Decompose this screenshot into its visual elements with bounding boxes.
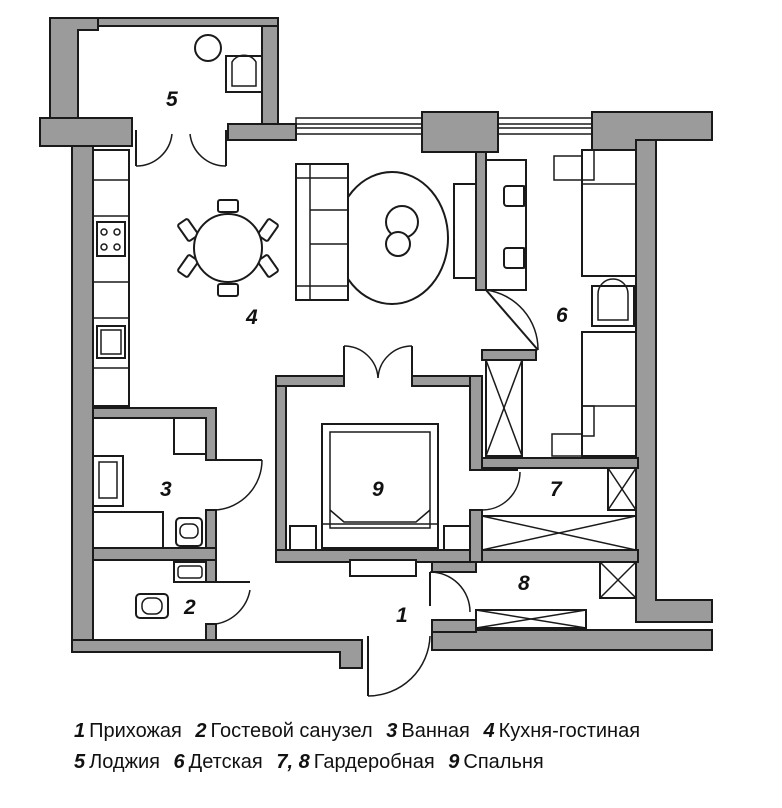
dining-chairs — [177, 199, 279, 297]
wc-sink — [173, 561, 207, 583]
dining-table — [193, 213, 263, 283]
interior-wall-center-vertical — [469, 375, 483, 471]
loggia-left-wall — [49, 17, 99, 129]
walls — [39, 17, 713, 669]
floor-plan: 1 2 3 4 5 6 7 8 9 — [39, 17, 713, 697]
interior-wall-wc-right-low — [205, 623, 217, 641]
room-numbers: 1 2 3 4 5 6 7 8 9 — [160, 88, 568, 627]
loggia-top-wall — [97, 17, 279, 27]
tv-console — [453, 183, 477, 279]
interior-wall-bedroom-top-left — [275, 375, 345, 387]
legend-number: 2 — [195, 720, 207, 742]
window-living — [295, 117, 423, 135]
interior-wall-hall-bottom-stub — [431, 619, 477, 633]
exterior-wall-left — [71, 145, 94, 641]
legend-number: 7, 8 — [276, 751, 310, 773]
window-kids — [497, 117, 593, 135]
kids-desk — [485, 159, 527, 291]
interior-wall-wc-top — [92, 547, 217, 561]
bath-cabinet — [173, 417, 207, 455]
loggia-round-table — [194, 34, 222, 62]
interior-wall-hall-stub — [431, 561, 477, 573]
legend-number: 5 — [74, 751, 86, 773]
legend-number: 1 — [74, 720, 86, 742]
interior-wall-center-upper — [475, 151, 487, 291]
legend-number: 6 — [173, 751, 185, 773]
exterior-wall-bottom-left — [71, 639, 363, 669]
legend-name: Гостевой санузел — [210, 720, 373, 742]
legend-number: 4 — [483, 720, 495, 742]
nightstand-right — [443, 525, 471, 551]
windows — [295, 117, 593, 135]
room-label-2: 2 — [183, 596, 196, 619]
furniture — [92, 34, 637, 629]
legend-name: Ванная — [401, 720, 470, 742]
coffee-table-small — [385, 231, 411, 257]
interior-wall-bedroom-top-right — [411, 375, 479, 387]
exterior-wall-top-pillar — [421, 111, 499, 153]
bathtub — [92, 511, 164, 549]
cooktop — [96, 221, 126, 257]
nightstand-left — [289, 525, 317, 551]
interior-wall-wc-right — [205, 559, 217, 583]
interior-wall-wardrobe-left — [469, 509, 483, 563]
kids-armchair — [591, 285, 635, 327]
legend-name: Детская — [188, 751, 263, 773]
room-label-4: 4 — [245, 306, 258, 329]
legend-name: Прихожая — [89, 720, 182, 742]
interior-wall-bedroom-left — [275, 377, 287, 561]
legend-number: 3 — [386, 720, 398, 742]
legend-name: Лоджия — [89, 751, 160, 773]
room-label-6: 6 — [556, 304, 568, 327]
exterior-wall-bottom-right — [431, 629, 713, 651]
desk-chairs — [503, 185, 527, 269]
exterior-wall-right — [635, 139, 713, 623]
kids-bed-upper — [581, 149, 637, 277]
interior-wall-kitchen-bath — [92, 407, 217, 461]
room-label-8: 8 — [518, 572, 530, 595]
kids-bed-lower — [581, 331, 637, 457]
sofa — [295, 163, 349, 301]
exterior-wall-top-mid — [227, 123, 297, 141]
room-label-1: 1 — [396, 604, 408, 627]
room-label-9: 9 — [372, 478, 384, 501]
interior-wall-kids-bottom — [481, 457, 639, 469]
bedroom-dresser — [349, 559, 417, 577]
kitchen-counter — [92, 149, 130, 407]
legend-number: 9 — [448, 751, 460, 773]
legend-name: Спальня — [463, 751, 544, 773]
legend-name: Гардеробная — [313, 751, 435, 773]
interior-wall-wardrobe-mid — [469, 549, 639, 563]
room-label-5: 5 — [166, 88, 178, 111]
interior-wall-kids-left-low — [481, 349, 537, 361]
room-label-3: 3 — [160, 478, 172, 501]
legend-name: Кухня-гостиная — [498, 720, 641, 742]
loggia-right-wall — [261, 19, 279, 131]
room-label-7: 7 — [550, 478, 563, 501]
doors — [135, 130, 539, 697]
